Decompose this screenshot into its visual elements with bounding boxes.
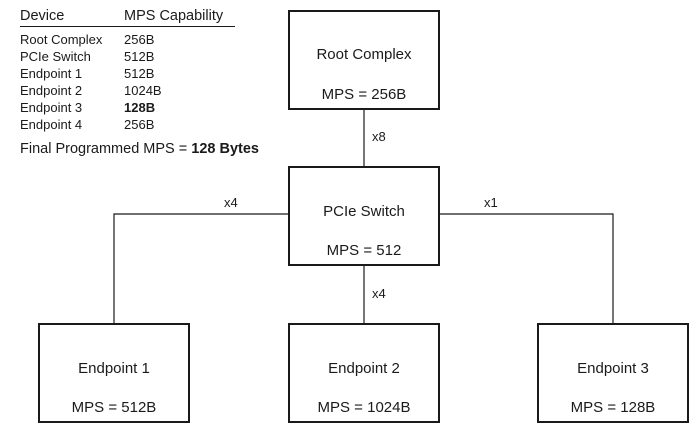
link-width-switch-ep2: x4 — [372, 286, 386, 301]
root-complex-name: Root Complex — [316, 46, 412, 63]
row-device: Endpoint 3 — [20, 100, 83, 115]
row-device: Endpoint 2 — [20, 83, 83, 98]
row-device: Root Complex — [20, 32, 103, 47]
endpoint-3-mps: MPS = 128B — [570, 399, 656, 416]
row-mps: 256B — [124, 32, 155, 47]
endpoint-1-mps: MPS = 512B — [71, 399, 157, 416]
root-complex-box: Root Complex MPS = 256B — [288, 10, 440, 110]
pcie-switch-box: PCIe Switch MPS = 512 — [288, 166, 440, 266]
final-programmed-mps: Final Programmed MPS = 128 Bytes — [20, 141, 259, 157]
row-mps: 1024B — [124, 83, 162, 98]
endpoint-1-name: Endpoint 1 — [78, 360, 150, 377]
link-width-switch-ep1: x4 — [224, 195, 238, 210]
mps-capability-table: Device MPS Capability Root Complex 256B … — [20, 7, 235, 133]
row-mps: 256B — [124, 117, 155, 132]
row-mps: 512B — [124, 66, 155, 81]
table-row: Endpoint 2 1024B — [20, 82, 235, 99]
endpoint-2-box: Endpoint 2 MPS = 1024B — [288, 323, 440, 423]
final-mps-label: Final Programmed MPS = — [20, 141, 192, 157]
table-row: Root Complex 256B — [20, 31, 235, 48]
row-mps-bold: 128B — [124, 100, 156, 115]
row-mps: 512B — [124, 49, 155, 64]
pcie-switch-name: PCIe Switch — [323, 203, 405, 220]
root-complex-mps: MPS = 256B — [321, 86, 407, 103]
row-device: Endpoint 1 — [20, 66, 83, 81]
row-device: PCIe Switch — [20, 49, 91, 64]
link-width-root-switch: x8 — [372, 129, 386, 144]
mps-column-header: MPS Capability — [124, 8, 224, 24]
endpoint-2-name: Endpoint 2 — [328, 360, 400, 377]
endpoint-3-box: Endpoint 3 MPS = 128B — [537, 323, 689, 423]
wire-switch-to-ep1 — [113, 213, 288, 324]
endpoint-3-name: Endpoint 3 — [577, 360, 649, 377]
table-row: Endpoint 1 512B — [20, 65, 235, 82]
table-row: PCIe Switch 512B — [20, 48, 235, 65]
pcie-switch-mps: MPS = 512 — [326, 242, 402, 259]
device-column-header: Device — [20, 8, 65, 24]
capability-table-header: Device MPS Capability — [20, 7, 235, 27]
row-device: Endpoint 4 — [20, 117, 83, 132]
table-row: Endpoint 3 128B — [20, 99, 235, 116]
endpoint-1-box: Endpoint 1 MPS = 512B — [38, 323, 190, 423]
table-row: Endpoint 4 256B — [20, 116, 235, 133]
final-mps-value: 128 Bytes — [191, 141, 259, 157]
wire-switch-to-ep3 — [439, 213, 614, 324]
endpoint-2-mps: MPS = 1024B — [317, 399, 411, 416]
link-width-switch-ep3: x1 — [484, 195, 498, 210]
